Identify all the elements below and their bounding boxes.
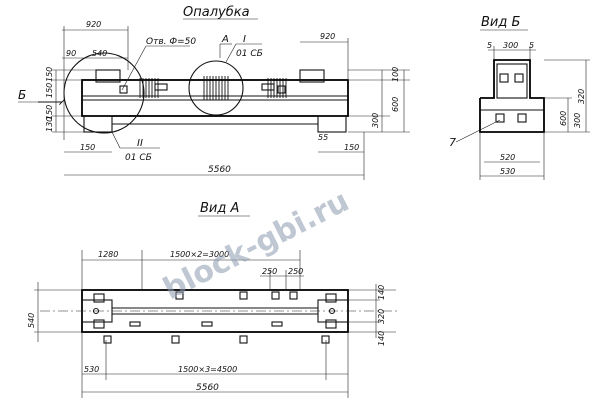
svg-text:150: 150	[45, 67, 54, 82]
formwork-top-dimensions: 920 920 90 540	[62, 20, 349, 140]
svg-text:130: 130	[45, 117, 54, 132]
view-a: Вид А	[27, 201, 400, 398]
formwork-title: Опалубка	[183, 5, 250, 20]
hole-callout: Отв. Ф=50	[146, 37, 196, 47]
svg-text:920: 920	[320, 32, 335, 41]
view-a-plan	[81, 289, 349, 344]
svg-text:320: 320	[377, 309, 386, 324]
svg-text:90: 90	[66, 49, 76, 58]
detail-circle-i	[188, 60, 244, 116]
view-b-section	[479, 59, 545, 133]
svg-text:320: 320	[577, 89, 586, 104]
node-i-ref: 01 СБ	[236, 49, 263, 59]
svg-text:600: 600	[559, 111, 568, 126]
svg-text:5: 5	[529, 41, 534, 50]
svg-text:150: 150	[344, 143, 359, 152]
view-a-left-dimensions: 540	[27, 282, 82, 342]
svg-text:300: 300	[573, 113, 582, 128]
view-a-title: Вид А	[200, 201, 239, 216]
node-ii-number: II	[137, 138, 143, 149]
view-b-dimensions: 5 300 5 320 600 300 520 530	[479, 41, 590, 180]
svg-text:300: 300	[503, 41, 518, 50]
marker-7: 7	[449, 136, 456, 149]
detail-circle-ii	[63, 52, 145, 134]
svg-text:540: 540	[27, 313, 36, 328]
svg-text:150: 150	[45, 83, 54, 98]
view-marker-b: Б	[18, 88, 26, 102]
formwork-total-length: 5560	[208, 165, 231, 175]
view-b-title: Вид Б	[481, 15, 520, 30]
section-a-label: А	[221, 34, 229, 45]
view-a-total-length: 5560	[196, 383, 219, 393]
watermark: block-gbi.ru	[158, 184, 355, 308]
svg-text:140: 140	[377, 331, 386, 346]
beam-outline	[81, 69, 349, 133]
rebar-hatching	[139, 76, 287, 100]
svg-text:600: 600	[391, 97, 400, 112]
svg-text:150: 150	[45, 105, 54, 120]
view-b: Вид Б 7 5 300 5 320 600 30	[449, 15, 590, 180]
node-i-number: I	[243, 34, 246, 45]
formwork-right-dimensions: 100 600 300 55	[318, 67, 410, 142]
view-a-bottom-dimensions: 530 1500×3=4500 5560	[81, 332, 349, 398]
formwork-left-dimensions: 150 150 130 150	[45, 67, 96, 133]
svg-text:140: 140	[377, 285, 386, 300]
svg-text:5: 5	[487, 41, 492, 50]
svg-text:540: 540	[92, 49, 107, 58]
svg-text:530: 530	[84, 365, 99, 374]
svg-text:100: 100	[391, 67, 400, 82]
formwork-view: Опалубка	[18, 5, 410, 180]
svg-text:520: 520	[500, 153, 515, 162]
node-ii-ref: 01 СБ	[125, 153, 152, 163]
svg-text:250: 250	[288, 267, 303, 276]
svg-text:1500×3=4500: 1500×3=4500	[178, 365, 237, 374]
svg-text:1500×2=3000: 1500×2=3000	[170, 250, 229, 259]
svg-text:250: 250	[262, 267, 277, 276]
svg-text:920: 920	[86, 20, 101, 29]
svg-text:150: 150	[80, 143, 95, 152]
formwork-bottom-dimensions: 150 150 5560	[64, 132, 365, 180]
svg-text:530: 530	[500, 167, 515, 176]
svg-text:300: 300	[371, 113, 380, 128]
view-a-right-dimensions: 140 320 140	[348, 284, 396, 346]
svg-text:55: 55	[318, 133, 328, 142]
view-a-top-dimensions: 1280 1500×2=3000 250 250	[81, 250, 304, 290]
svg-text:1280: 1280	[98, 250, 118, 259]
